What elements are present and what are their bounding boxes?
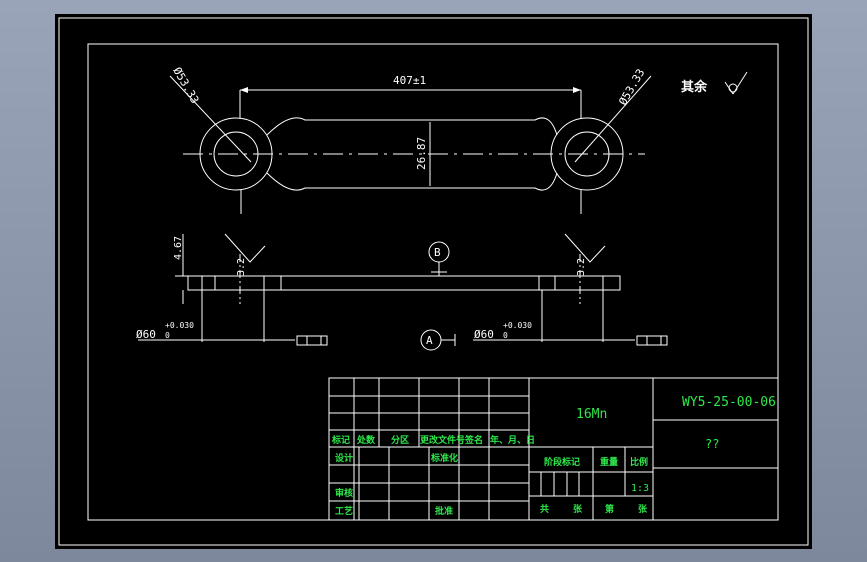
label-sheet-unit: 张 bbox=[573, 503, 583, 515]
datum-a-label: A bbox=[426, 334, 433, 347]
label-count: 处数 bbox=[356, 434, 376, 446]
side-view bbox=[138, 233, 668, 351]
label-review: 审核 bbox=[335, 487, 353, 499]
outer-border bbox=[58, 17, 809, 546]
tolerance-frame-right bbox=[636, 335, 668, 346]
label-signature: 签名 bbox=[464, 434, 483, 446]
left-hole bbox=[213, 131, 259, 177]
roughness-rest-label: 其余 bbox=[681, 79, 708, 95]
label-page-unit: 张 bbox=[638, 503, 648, 515]
left-fit-dia-text: Ø60 bbox=[136, 328, 156, 341]
left-fit-tol-upper: +0.030 bbox=[165, 321, 194, 330]
roughness-right-text: 3.2 bbox=[576, 258, 587, 276]
label-stage-mark: 阶段标记 bbox=[544, 456, 580, 468]
lower-edge bbox=[266, 172, 558, 191]
side-body bbox=[187, 275, 621, 291]
label-scale: 比例 bbox=[630, 456, 648, 468]
leader-right-dia bbox=[574, 75, 652, 163]
datum-b-label: B bbox=[434, 246, 441, 259]
label-design: 设计 bbox=[335, 452, 353, 464]
leader-left-dia bbox=[169, 75, 252, 163]
label-date: 年、月、日 bbox=[490, 434, 535, 446]
label-mark: 标记 bbox=[331, 434, 350, 446]
label-approve: 批准 bbox=[435, 505, 453, 517]
label-total: 共 bbox=[540, 503, 549, 515]
right-boss-outline bbox=[550, 117, 624, 191]
width-dim-text: 26.87 bbox=[415, 137, 428, 170]
label-standardize: 标准化 bbox=[430, 452, 458, 464]
upper-edge bbox=[266, 117, 558, 136]
top-view bbox=[169, 75, 652, 214]
tolerance-frame-left bbox=[296, 335, 328, 346]
arrow-left bbox=[240, 87, 248, 93]
right-fit-tol-upper: +0.030 bbox=[503, 321, 532, 330]
drawing-viewport[interactable]: 407±1 26.87 Ø53.33 Ø53.33 其余 bbox=[55, 14, 812, 549]
inner-frame bbox=[87, 43, 779, 521]
part-name: ?? bbox=[705, 437, 719, 451]
right-hole-dia-text: Ø53.33 bbox=[616, 67, 647, 108]
arrow-right bbox=[573, 87, 581, 93]
left-fit-tol-lower: 0 bbox=[165, 331, 170, 340]
roughness-left-symbol bbox=[224, 233, 266, 263]
length-dim-text: 407±1 bbox=[393, 74, 426, 87]
scale-value: 1:3 bbox=[631, 483, 649, 494]
right-hole bbox=[564, 131, 610, 177]
left-hole-dia-text: Ø53.33 bbox=[170, 65, 201, 106]
title-block bbox=[328, 377, 779, 521]
left-boss-outline bbox=[199, 117, 273, 191]
roughness-right-symbol bbox=[564, 233, 606, 263]
label-process: 工艺 bbox=[335, 505, 353, 517]
label-zone: 分区 bbox=[391, 434, 409, 446]
roughness-left-text: 3.2 bbox=[236, 258, 247, 276]
right-fit-tol-lower: 0 bbox=[503, 331, 508, 340]
cad-drawing: 407±1 26.87 Ø53.33 Ø53.33 其余 bbox=[58, 17, 809, 546]
right-fit-dia-text: Ø60 bbox=[474, 328, 494, 341]
drawing-number: WY5-25-00-06 bbox=[682, 395, 776, 410]
thickness-dim-text: 4.67 bbox=[173, 236, 184, 260]
label-change-doc: 更改文件号 bbox=[420, 434, 465, 446]
material-text: 16Mn bbox=[576, 407, 607, 422]
roughness-rest-symbol bbox=[724, 71, 748, 95]
label-weight: 重量 bbox=[600, 456, 618, 468]
label-page: 第 bbox=[605, 503, 614, 515]
